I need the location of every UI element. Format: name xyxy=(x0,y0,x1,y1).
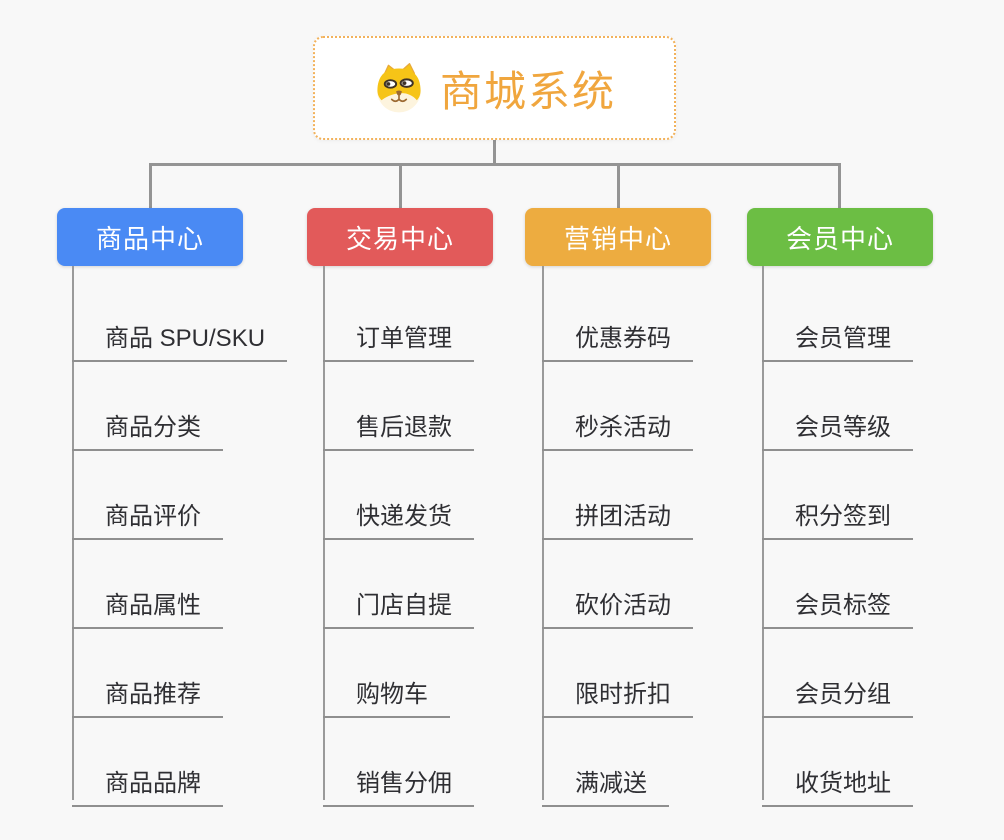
child-topic[interactable]: 收货地址 xyxy=(762,756,913,807)
trunk-member-center xyxy=(762,266,764,800)
child-topic[interactable]: 会员标签 xyxy=(762,578,913,629)
child-topic[interactable]: 会员分组 xyxy=(762,667,913,718)
branch-node-member-center[interactable]: 会员中心 xyxy=(747,208,933,266)
child-topic[interactable]: 销售分佣 xyxy=(323,756,474,807)
child-topic[interactable]: 快递发货 xyxy=(323,489,474,540)
child-topic[interactable]: 拼团活动 xyxy=(542,489,693,540)
child-topic[interactable]: 商品 SPU/SKU xyxy=(72,311,288,362)
trunk-product-center xyxy=(72,266,74,800)
connector-drop-marketing xyxy=(617,163,620,208)
child-topic[interactable]: 商品分类 xyxy=(72,400,223,451)
child-topic[interactable]: 商品推荐 xyxy=(72,667,223,718)
branch-node-trade-center[interactable]: 交易中心 xyxy=(307,208,493,266)
connector-drop-member xyxy=(838,163,841,208)
child-topic[interactable]: 满减送 xyxy=(542,756,669,807)
child-topic[interactable]: 优惠券码 xyxy=(542,311,693,362)
trunk-trade-center xyxy=(323,266,325,800)
connector-drop-trade xyxy=(399,163,402,208)
root-title: 商城系统 xyxy=(439,67,616,115)
child-topic[interactable]: 商品品牌 xyxy=(72,756,223,807)
child-topic[interactable]: 门店自提 xyxy=(323,578,474,629)
child-topic[interactable]: 会员等级 xyxy=(762,400,913,451)
connector-bus xyxy=(149,163,841,166)
branch-node-product-center[interactable]: 商品中心 xyxy=(57,208,243,266)
branch-node-marketing-center[interactable]: 营销中心 xyxy=(525,208,711,266)
child-topic[interactable]: 商品属性 xyxy=(72,578,223,629)
child-topic[interactable]: 商品评价 xyxy=(72,489,223,540)
child-topic[interactable]: 购物车 xyxy=(323,667,450,718)
child-topic[interactable]: 售后退款 xyxy=(323,400,474,451)
dog-face-icon xyxy=(377,63,421,113)
child-topic[interactable]: 会员管理 xyxy=(762,311,913,362)
child-topic[interactable]: 限时折扣 xyxy=(542,667,693,718)
child-topic[interactable]: 订单管理 xyxy=(323,311,474,362)
root-node[interactable]: 商城系统 xyxy=(313,36,676,140)
child-topic[interactable]: 积分签到 xyxy=(762,489,913,540)
connector-drop-product xyxy=(149,163,152,208)
trunk-marketing-center xyxy=(542,266,544,800)
connector-root-stub xyxy=(493,140,496,164)
child-topic[interactable]: 秒杀活动 xyxy=(542,400,693,451)
child-topic[interactable]: 砍价活动 xyxy=(542,578,693,629)
